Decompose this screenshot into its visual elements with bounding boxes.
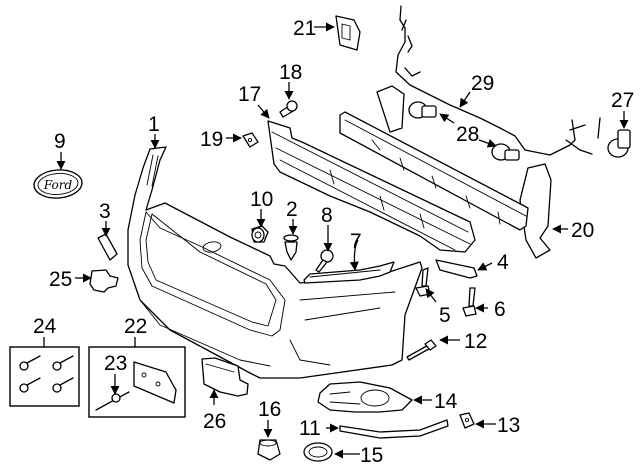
callout-12: 12 (464, 330, 487, 353)
callout-1: 1 (148, 113, 160, 136)
bracket-4[interactable] (435, 259, 478, 279)
callout-4: 4 (497, 251, 509, 274)
clip-13[interactable] (459, 412, 475, 429)
bolt-6[interactable] (462, 287, 477, 317)
callout-9: 9 (54, 130, 66, 153)
tow-hook-cover[interactable] (97, 233, 118, 261)
callout-17: 17 (238, 83, 261, 106)
callout-11: 11 (299, 417, 321, 440)
callout-6: 6 (494, 298, 506, 321)
callout-16: 16 (258, 398, 281, 421)
callout-5: 5 (439, 304, 451, 327)
energy-absorber[interactable] (267, 120, 476, 253)
clip-19[interactable] (242, 132, 259, 148)
callout-10: 10 (250, 188, 273, 211)
radar-module[interactable] (201, 357, 249, 397)
screw (52, 377, 74, 393)
callout-15: 15 (360, 444, 383, 467)
callout-3: 3 (99, 200, 111, 223)
bumper-cover[interactable] (127, 146, 423, 379)
fog-lamp-ring[interactable] (303, 442, 333, 462)
callout-20: 20 (571, 219, 594, 242)
screw (19, 355, 41, 371)
push-retainer[interactable] (283, 234, 299, 261)
callout-7: 7 (350, 230, 362, 253)
callout-19: 19 (200, 128, 223, 151)
callout-13: 13 (497, 414, 520, 437)
callout-28: 28 (456, 123, 479, 146)
screw-kit-box[interactable] (9, 346, 80, 407)
nut-10[interactable] (251, 225, 269, 243)
callout-29: 29 (471, 72, 494, 95)
park-sensor-upper[interactable] (408, 101, 437, 119)
emblem-text: Ford (43, 178, 73, 192)
callout-26: 26 (203, 410, 226, 433)
callout-labels: 1 2 3 4 5 6 7 8 9 10 11 12 13 14 15 16 1… (33, 17, 634, 467)
screw (19, 377, 41, 393)
callout-2: 2 (286, 198, 298, 221)
sensor[interactable] (89, 269, 119, 293)
park-sensor-lower[interactable] (491, 143, 520, 161)
impact-bar[interactable] (339, 85, 552, 259)
callout-21: 21 (293, 17, 316, 40)
emblem[interactable]: Ford (33, 168, 83, 199)
license-bracket (133, 361, 177, 404)
callout-14: 14 (434, 390, 458, 413)
screw (52, 355, 74, 371)
callout-24: 24 (33, 315, 57, 338)
callout-25: 25 (49, 268, 72, 291)
upper-bracket[interactable] (303, 261, 395, 284)
callout-18: 18 (279, 61, 302, 84)
park-sensor-side[interactable] (607, 129, 631, 158)
rivet-12[interactable] (406, 339, 437, 361)
wiring-harness[interactable] (395, 5, 601, 156)
callout-23: 23 (104, 352, 127, 375)
leader-lines (43, 22, 629, 459)
screw-8[interactable] (315, 249, 334, 273)
bolt-18[interactable] (279, 100, 298, 118)
callout-8: 8 (321, 204, 333, 227)
molding-11[interactable] (339, 419, 449, 439)
callout-22: 22 (124, 315, 147, 338)
mount-bracket[interactable] (335, 15, 361, 51)
callout-27: 27 (611, 89, 634, 112)
license-bracket-kit-box[interactable] (88, 346, 186, 418)
grommet-16[interactable] (257, 439, 281, 461)
fog-lamp-bezel[interactable] (317, 381, 413, 413)
rivet-23 (95, 391, 130, 411)
